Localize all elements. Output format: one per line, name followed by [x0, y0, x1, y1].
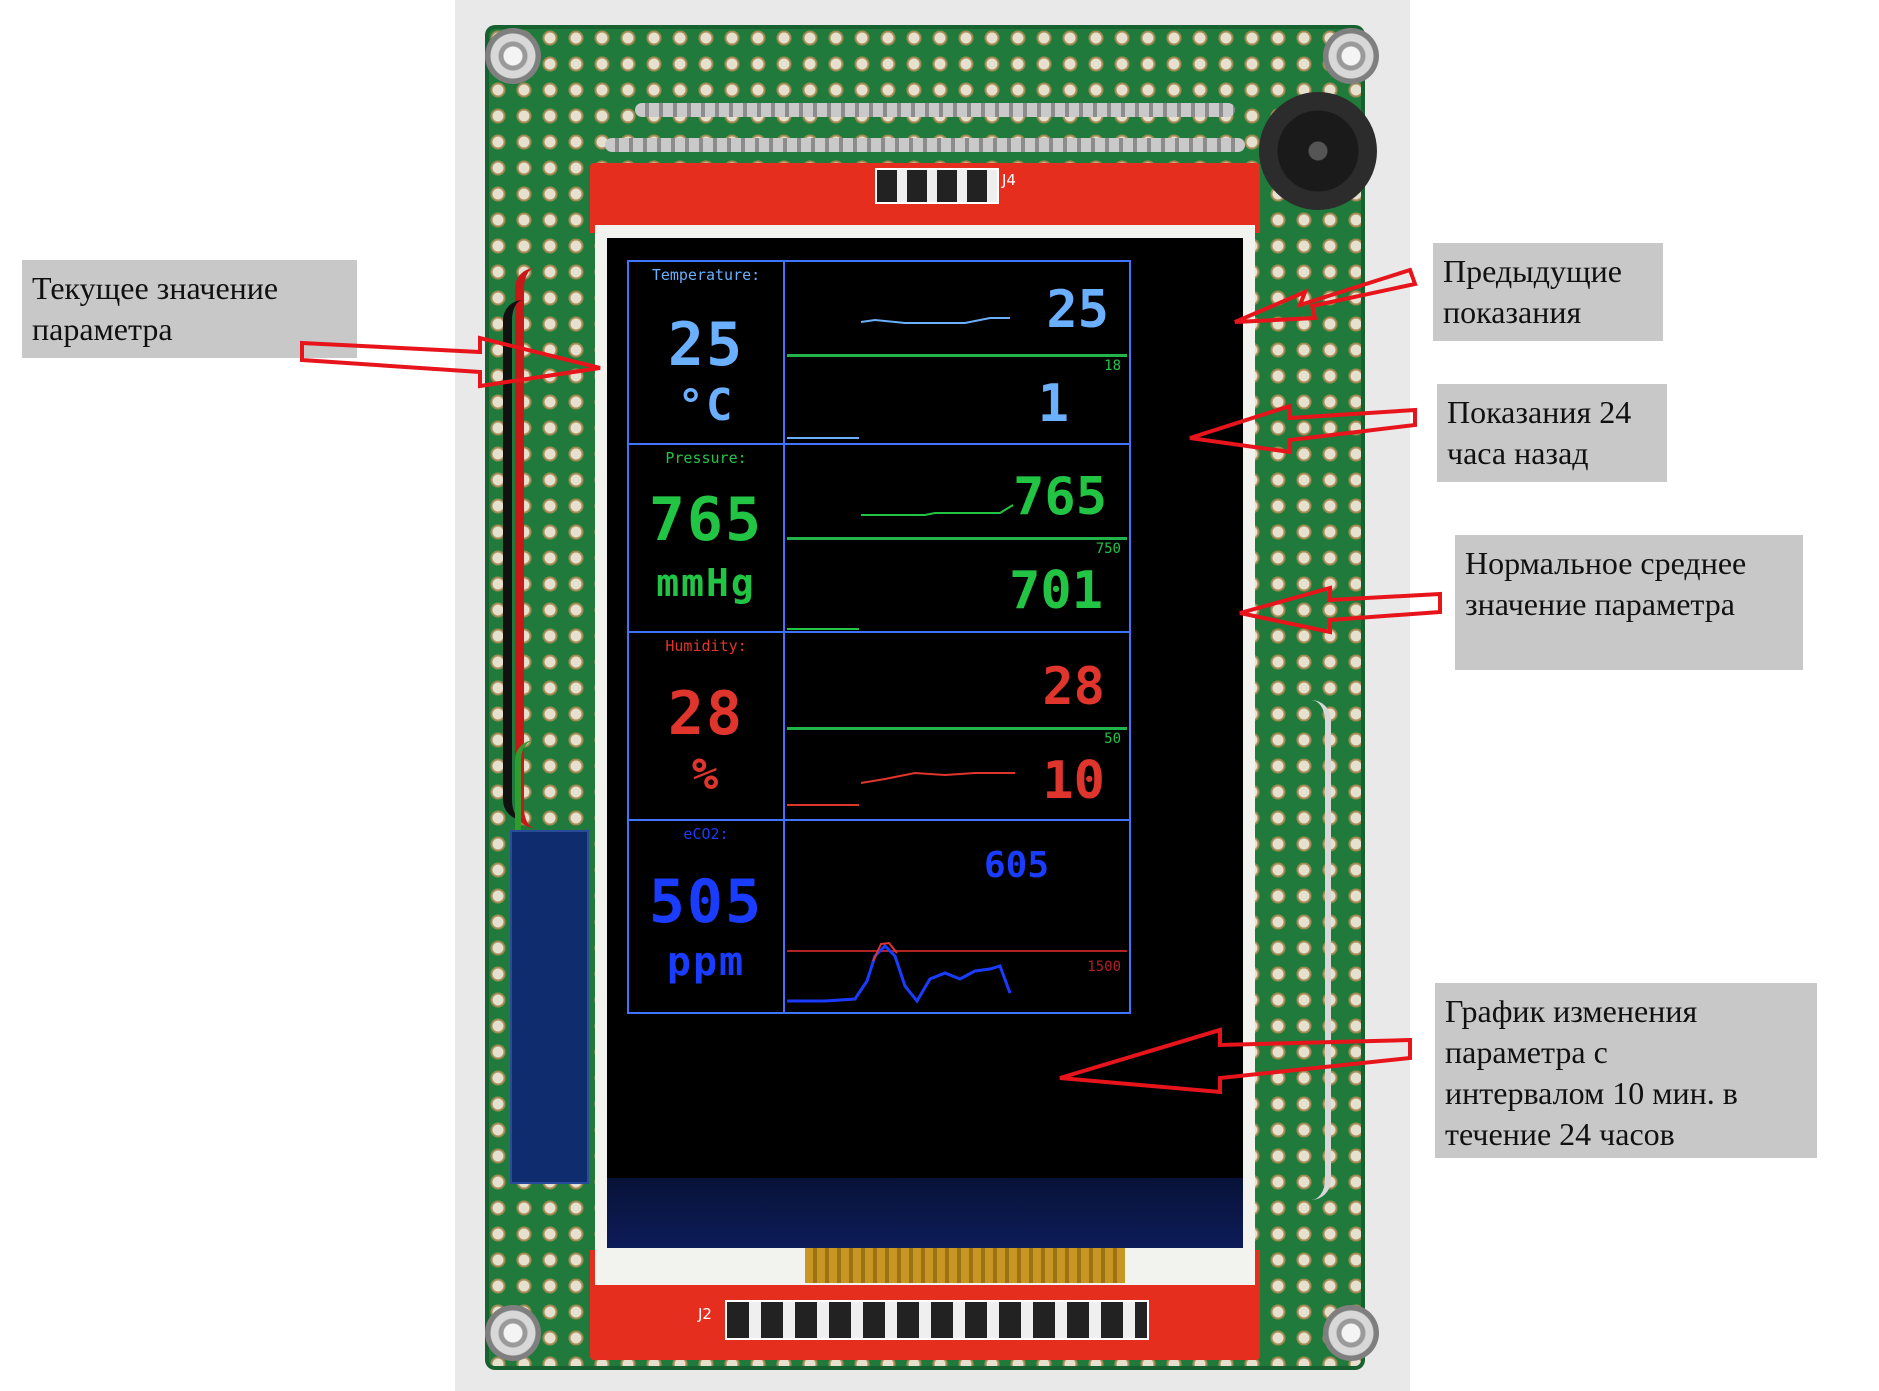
temperature-unit: °C [677, 380, 735, 431]
temperature-label: Temperature: [651, 266, 761, 284]
humidity-previous: 28 [1042, 657, 1105, 717]
pressure-24h-ago: 701 [1009, 561, 1103, 621]
humidity-unit: % [691, 749, 721, 800]
pressure-label: Pressure: [665, 449, 747, 467]
temperature-history-cell: 25 18 1 [783, 260, 1131, 445]
mounting-nut [1323, 28, 1379, 84]
callout-change-graph: График изменения параметра с интервалом … [1435, 983, 1817, 1158]
temperature-previous: 25 [1046, 280, 1109, 340]
norm-line [787, 727, 1127, 730]
humidity-current: 28 [667, 679, 745, 749]
callout-normal-average: Нормальное среднее значение параметра [1455, 535, 1803, 670]
connector-j2-label: J2 [698, 1305, 712, 1323]
arrow-previous-readings [1234, 267, 1418, 324]
wire-black [503, 300, 592, 820]
eco2-unit: ppm [666, 939, 746, 985]
buzzer [1259, 92, 1377, 210]
connector-j4-label: J4 [1002, 171, 1016, 189]
solder-trace [605, 138, 1245, 152]
eco2-current: 505 [648, 867, 764, 937]
connector-j4 [875, 168, 999, 204]
eco2-label: eCO2: [683, 825, 729, 843]
pressure-unit: mmHg [656, 561, 756, 605]
norm-line [787, 537, 1127, 540]
humidity-label: Humidity: [665, 637, 747, 655]
pressure-graph [787, 504, 1014, 630]
wire-white [1265, 700, 1331, 1200]
temperature-norm: 18 [1104, 358, 1121, 374]
callout-24h-ago: Показания 24 часа назад [1437, 384, 1667, 482]
humidity-graph [787, 771, 1015, 806]
lcd-pcb-top: J4 [590, 163, 1260, 233]
arrow-24h-ago [1189, 403, 1417, 455]
mounting-nut [485, 28, 541, 84]
pressure-history-cell: 765 750 701 [783, 443, 1131, 633]
temperature-current-cell: Temperature: 25 °C [627, 260, 785, 445]
humidity-24h-ago: 10 [1042, 751, 1105, 811]
temperature-24h-ago: 1 [1037, 374, 1069, 434]
eco2-norm: 1500 [1087, 959, 1121, 975]
mounting-nut [485, 1305, 541, 1361]
callout-previous-readings: Предыдущие показания [1433, 243, 1663, 341]
arduino-board [510, 830, 589, 1184]
norm-line [787, 354, 1127, 357]
pressure-previous: 765 [1013, 467, 1107, 527]
eco2-current-cell: eCO2: 505 ppm [627, 819, 785, 1014]
humidity-norm: 50 [1104, 731, 1121, 747]
pressure-norm: 750 [1095, 541, 1121, 557]
arrow-normal-average [1239, 585, 1442, 635]
lcd-flex [607, 1178, 1243, 1248]
lcd-flex-contacts [805, 1248, 1125, 1283]
lcd-screen: Temperature: 25 °C 25 18 1 Pressure: 765… [607, 238, 1243, 1178]
eco2-graph [787, 941, 1127, 1004]
solder-trace [635, 103, 1235, 117]
arrow-change-graph [1059, 1027, 1412, 1095]
pin-header-j2 [725, 1300, 1149, 1340]
eco2-previous: 605 [983, 845, 1049, 886]
mounting-nut [1323, 1305, 1379, 1361]
pressure-current: 765 [648, 485, 764, 555]
wire-red [515, 268, 604, 828]
eco2-history-cell: 605 1500 [783, 819, 1131, 1014]
device-photo: J4 J2 Temperature: 25 °C 25 18 1 Pressur… [455, 0, 1410, 1391]
temperature-current: 25 [667, 310, 745, 380]
temperature-graph [787, 317, 1010, 439]
arrow-current-value [300, 335, 601, 389]
